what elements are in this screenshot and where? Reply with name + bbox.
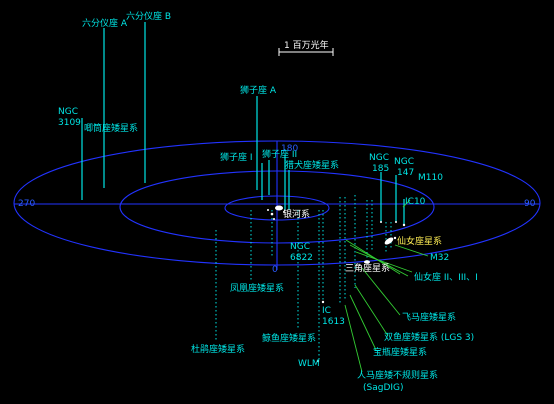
label-cetus: 鲸鱼座矮星系 bbox=[262, 332, 316, 344]
label-ngc147-line1: NGC bbox=[394, 157, 414, 167]
label-wlm: WLM bbox=[298, 359, 320, 369]
triangulum-marker bbox=[364, 260, 370, 264]
label-aquarius: 宝瓶座矮星系 bbox=[373, 346, 427, 358]
label-ic10: IC10 bbox=[405, 197, 426, 207]
label-pisces: 双鱼座矮星系 (LGS 3) bbox=[384, 331, 474, 343]
label-m32: M32 bbox=[430, 253, 449, 263]
label-tucana: 杜鹃座矮星系 bbox=[191, 343, 245, 355]
label-sextans-a: 六分仪座 A bbox=[82, 17, 128, 29]
andromeda-marker bbox=[384, 237, 394, 245]
galactic-rings bbox=[13, 140, 541, 270]
galaxy-markers bbox=[267, 205, 406, 363]
label-leo-ii: 狮子座 II bbox=[262, 148, 297, 160]
dotted-stems bbox=[215, 195, 392, 360]
label-phoenix: 凤凰座矮星系 bbox=[230, 282, 284, 294]
label-m110: M110 bbox=[418, 173, 443, 183]
label-sextans-b: 六分仪座 B bbox=[126, 10, 171, 22]
label-leo-a: 狮子座 A bbox=[240, 84, 277, 96]
leader-lines bbox=[344, 199, 429, 373]
label-ngc3109-line2: 3109 bbox=[58, 118, 81, 128]
label-milky-way: 银河系 bbox=[283, 208, 310, 220]
label-andromeda-dwarfs: 仙女座 II、III、I bbox=[414, 271, 478, 283]
label-leo-i: 狮子座 I bbox=[220, 151, 253, 163]
label-ngc147-line2: 147 bbox=[397, 168, 414, 178]
label-ngc6822-line2: 6822 bbox=[290, 253, 313, 263]
label-ngc6822-line1: NGC bbox=[290, 242, 310, 252]
label-ngc185-line2: 185 bbox=[372, 164, 389, 174]
label-canes-venatici: 猎犬座矮星系 bbox=[285, 159, 339, 171]
label-ngc3109-line1: NGC bbox=[58, 107, 78, 117]
label-pegasus: 飞马座矮星系 bbox=[402, 311, 456, 323]
label-sagdig-line2: (SagDIG) bbox=[363, 383, 404, 393]
label-sagdig-line1: 人马座矮不规则星系 bbox=[357, 369, 438, 381]
scale-bar-label: 1 百万光年 bbox=[284, 39, 329, 51]
label-ic1613-line2: 1613 bbox=[322, 317, 345, 327]
solid-stems bbox=[81, 22, 405, 225]
label-ic1613-line1: IC bbox=[322, 306, 331, 316]
ring-label-0: 0 bbox=[272, 265, 278, 275]
ring-label-90: 90 bbox=[524, 199, 536, 209]
label-andromeda: 仙女座星系 bbox=[397, 235, 442, 247]
scale-bar bbox=[278, 48, 334, 56]
label-triangulum: 三角座星系 bbox=[345, 262, 390, 274]
label-ngc185-line1: NGC bbox=[369, 153, 389, 163]
label-antlia: 唧筒座矮星系 bbox=[84, 122, 138, 134]
ring-label-270: 270 bbox=[18, 199, 35, 209]
ring-label-180: 180 bbox=[281, 144, 298, 154]
milky-way-marker bbox=[275, 205, 283, 211]
